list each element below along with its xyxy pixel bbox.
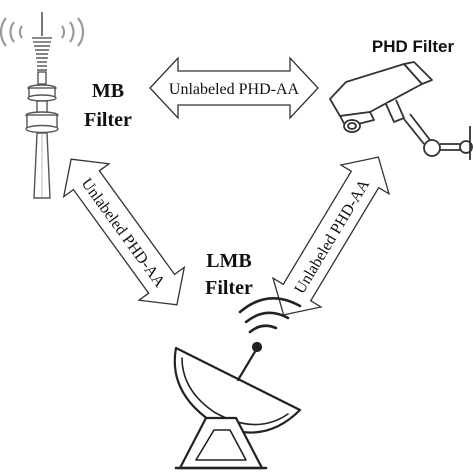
phd-filter-label: PHD Filter	[372, 37, 455, 56]
right-link-label: Unlabeled PHD-AA	[291, 176, 373, 297]
mb-filter-label-line1: MB	[92, 80, 124, 102]
left-double-arrow: Unlabeled PHD-AA	[62, 158, 186, 306]
mb-filter-label-line2: Filter	[84, 109, 132, 131]
lmb-filter-label-line1: LMB	[206, 250, 252, 272]
top-link-label: Unlabeled PHD-AA	[169, 81, 300, 98]
satellite-dish-icon	[173, 296, 302, 470]
top-double-arrow	[149, 56, 319, 120]
left-link-label: Unlabeled PHD-AA	[78, 175, 169, 291]
security-camera-icon	[329, 61, 473, 160]
right-double-arrow: Unlabeled PHD-AA	[271, 156, 391, 316]
lmb-filter-label-line2: Filter	[205, 277, 253, 299]
radio-tower-icon	[0, 12, 85, 199]
